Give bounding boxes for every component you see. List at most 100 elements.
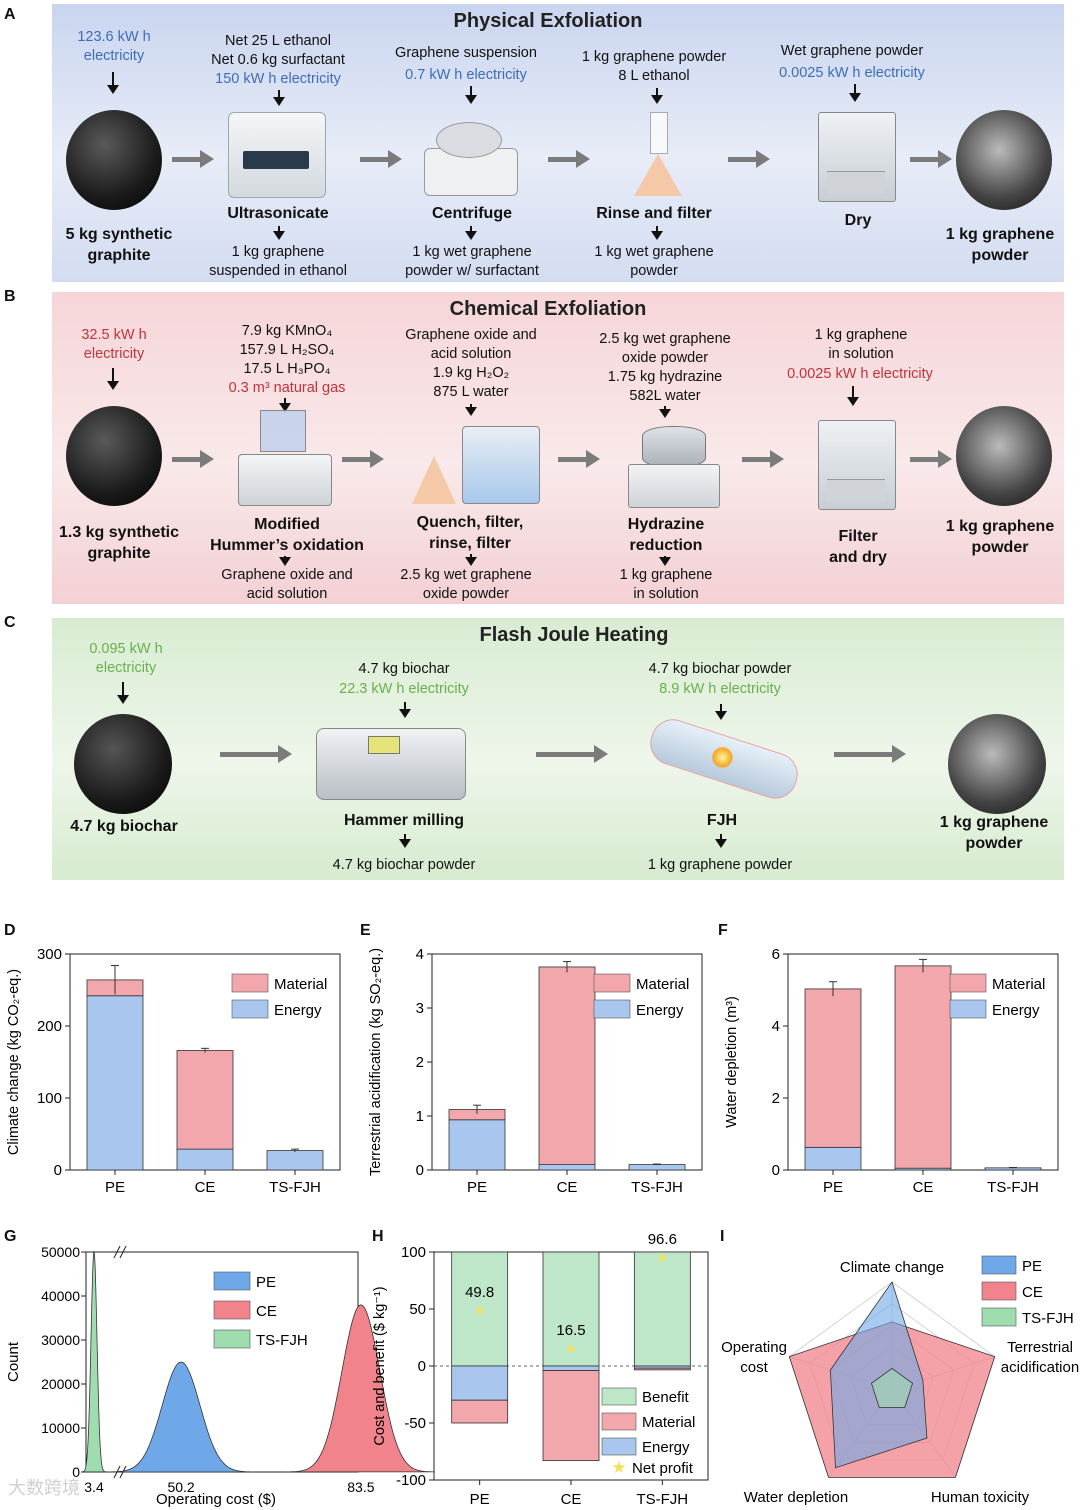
arrow-down bbox=[465, 404, 477, 416]
y-tick-label: 100 bbox=[37, 1090, 62, 1107]
x-tick-label: TS-FJH bbox=[987, 1179, 1039, 1196]
flow-arrow bbox=[910, 150, 952, 168]
x-tick-label: PE bbox=[467, 1179, 487, 1196]
legend-swatch bbox=[593, 999, 631, 1019]
step3-name: Rinse and filter bbox=[596, 205, 712, 222]
radar-axis-label: Climate change bbox=[840, 1259, 944, 1276]
fjh-tube-icon bbox=[644, 713, 804, 805]
start-material-label: 4.7 kg biochar bbox=[70, 818, 178, 835]
x-tick-label: PE bbox=[105, 1179, 125, 1196]
arrow-down bbox=[849, 84, 861, 102]
legend-swatch bbox=[213, 1271, 251, 1291]
net-profit-star: ★ bbox=[474, 1303, 486, 1318]
start-energy: 32.5 kW h electricity bbox=[81, 327, 147, 362]
step4-name: Filter and dry bbox=[829, 528, 887, 566]
step1-name: Hammer milling bbox=[343, 812, 465, 829]
arrow-down bbox=[273, 90, 285, 106]
step2-output: 2.5 kg wet graphene oxide powder bbox=[400, 567, 532, 602]
arrow-down bbox=[279, 398, 291, 412]
step1-energy: 0.3 m³ natural gas bbox=[228, 380, 346, 396]
legend-swatch bbox=[231, 999, 269, 1019]
flow-arrow bbox=[342, 450, 384, 468]
arrow-down bbox=[659, 406, 671, 418]
y-tick-label: 50 bbox=[409, 1301, 426, 1318]
x-tick-label: 50.2 bbox=[167, 1479, 194, 1495]
flow-arrow bbox=[728, 150, 770, 168]
legend-label: Net profit bbox=[632, 1460, 694, 1477]
y-tick-label: -100 bbox=[396, 1472, 426, 1489]
flow-arrow bbox=[742, 450, 784, 468]
y-tick-label: 2 bbox=[772, 1090, 780, 1107]
net-profit-star: ★ bbox=[657, 1250, 669, 1265]
distribution-pe bbox=[105, 1361, 255, 1473]
x-tick-label: PE bbox=[823, 1179, 843, 1196]
start-energy: 0.095 kW h electricity bbox=[89, 641, 163, 676]
y-axis-label: Climate change (kg CO₂-eq.) bbox=[6, 969, 22, 1155]
arrow-down bbox=[651, 88, 663, 104]
step2-output: 1 kg graphene powder bbox=[647, 857, 793, 873]
panel-flash-joule-heating: Flash Joule Heating 0.095 kW h electrici… bbox=[52, 618, 1064, 880]
axis-break bbox=[119, 1245, 127, 1259]
bar-benefit bbox=[451, 1251, 509, 1367]
step1-energy: 22.3 kW h electricity bbox=[339, 681, 469, 697]
y-axis-label: Terrestrial acidification (kg SO₂-eq.) bbox=[368, 948, 384, 1176]
radar-pe bbox=[829, 1281, 928, 1469]
y-tick-label: 4 bbox=[416, 946, 424, 963]
legend-label: Material bbox=[274, 976, 327, 993]
graphite-sphere-icon bbox=[66, 406, 162, 506]
y-tick-label: 50000 bbox=[41, 1244, 80, 1260]
panel-title: Chemical Exfoliation bbox=[449, 298, 647, 320]
y-tick-label: 0 bbox=[54, 1162, 62, 1179]
chart-letter-i: I bbox=[720, 1228, 725, 1245]
step4-energy: 0.0025 kW h electricity bbox=[787, 366, 933, 382]
y-tick-label: 4 bbox=[772, 1018, 780, 1035]
legend-swatch bbox=[601, 1387, 637, 1406]
flow-arrow bbox=[536, 745, 608, 763]
legend-label: PE bbox=[256, 1274, 276, 1291]
distribution-ce bbox=[285, 1304, 435, 1473]
panel-letter-b: B bbox=[4, 288, 16, 305]
ultrasonicator-icon bbox=[228, 112, 326, 198]
y-tick-label: 0 bbox=[72, 1464, 80, 1480]
legend-swatch bbox=[949, 999, 987, 1019]
net-profit-label: 16.5 bbox=[556, 1322, 585, 1339]
bar-energy bbox=[542, 1365, 600, 1371]
y-tick-label: 200 bbox=[37, 1018, 62, 1035]
arrow-down bbox=[107, 368, 119, 390]
legend-label: Energy bbox=[274, 1002, 322, 1019]
y-tick-label: 0 bbox=[418, 1358, 426, 1375]
end-product-label: 1 kg graphene powder bbox=[945, 226, 1055, 264]
drying-oven-icon bbox=[818, 112, 896, 202]
legend-label: Material bbox=[642, 1414, 695, 1431]
arrow-down bbox=[117, 682, 129, 704]
arrow-down bbox=[465, 554, 477, 566]
step4-name: Dry bbox=[844, 212, 872, 229]
x-tick-label: 83.5 bbox=[347, 1479, 374, 1495]
panel-title: Flash Joule Heating bbox=[479, 624, 669, 646]
x-axis-label: Operating cost ($) bbox=[156, 1491, 276, 1508]
step4-inputs: Wet graphene powder bbox=[780, 43, 924, 59]
radar-axis-label: Human toxicity bbox=[931, 1489, 1030, 1506]
chart-radar-comparison: Climate changeTerrestrialacidificationHu… bbox=[721, 1255, 1079, 1506]
flow-arrow bbox=[360, 150, 402, 168]
legend-swatch bbox=[949, 973, 987, 993]
legend-swatch bbox=[601, 1412, 637, 1431]
legend-star: ★ bbox=[611, 1458, 626, 1477]
drying-oven-icon bbox=[818, 420, 896, 510]
bar-energy bbox=[266, 1150, 324, 1171]
step1-inputs: 7.9 kg KMnO₄ 157.9 L H₂SO₄ 17.5 L H₃PO₄ bbox=[239, 323, 335, 377]
legend-label: CE bbox=[1022, 1284, 1043, 1301]
y-tick-label: 100 bbox=[401, 1244, 426, 1261]
bar-energy bbox=[448, 1119, 506, 1171]
legend-label: Benefit bbox=[642, 1389, 690, 1406]
bar-material bbox=[451, 1399, 509, 1424]
step3-name: Hydrazine reduction bbox=[627, 516, 705, 554]
flow-arrow bbox=[548, 150, 590, 168]
step3-output: 1 kg wet graphene powder bbox=[594, 244, 714, 279]
bar-energy bbox=[804, 1146, 862, 1171]
arrow-down bbox=[659, 556, 671, 566]
legend-label: CE bbox=[256, 1303, 277, 1320]
x-tick-label: CE bbox=[557, 1179, 578, 1196]
y-tick-label: -50 bbox=[404, 1415, 426, 1432]
step2-energy: 8.9 kW h electricity bbox=[659, 681, 781, 697]
